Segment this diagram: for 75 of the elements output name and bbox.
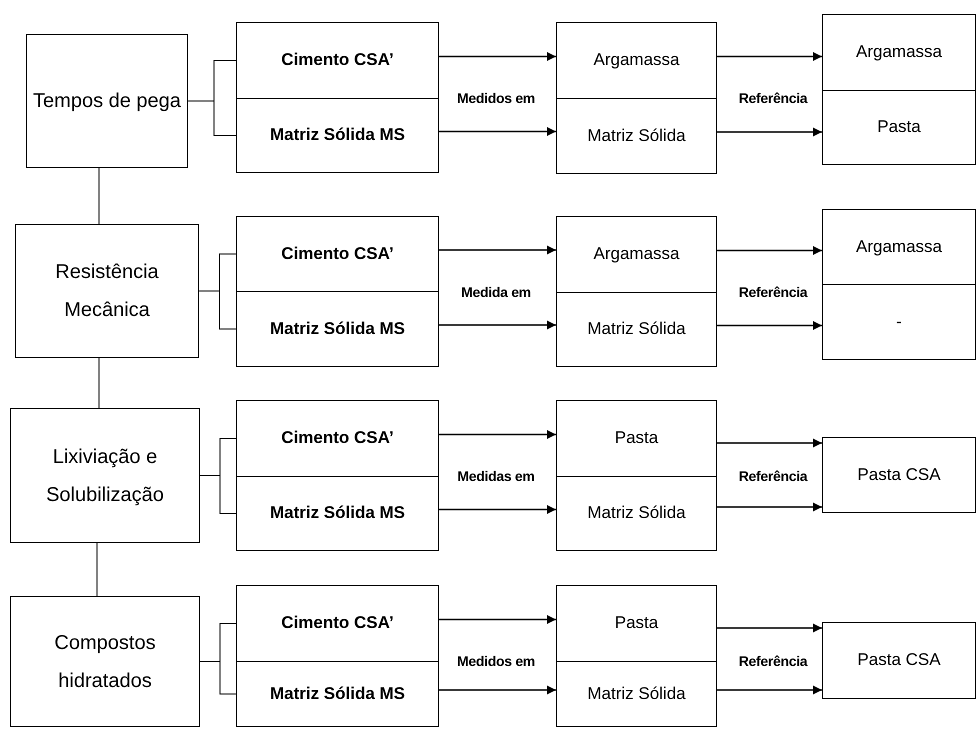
connector-line	[200, 475, 236, 514]
topic-box	[26, 34, 188, 168]
arrow	[717, 246, 822, 255]
topic-label: Tempos de pega	[33, 89, 181, 114]
reference-label: Pasta	[877, 116, 921, 138]
reference-label: Pasta CSA	[857, 464, 941, 486]
input-label: Matriz Sólida MS	[270, 502, 406, 524]
arrow	[717, 438, 822, 448]
arrow	[717, 624, 822, 632]
reference-label: -	[896, 310, 902, 333]
medium-cell	[556, 476, 717, 551]
input-label: Matriz Sólida MS	[270, 124, 406, 146]
medium-cell	[556, 292, 717, 367]
arrow	[717, 128, 822, 136]
input-cell	[236, 22, 439, 99]
topic-label: Lixiviação e Solubilização	[46, 444, 164, 508]
medium-label: Argamassa	[594, 49, 680, 72]
medium-label: Matriz Sólida	[587, 682, 686, 705]
topic-box	[15, 224, 199, 358]
arrow	[439, 52, 556, 61]
topic-box	[10, 596, 200, 727]
topic-label: Resistência Mecânica	[54, 260, 160, 323]
input-cell	[236, 216, 439, 292]
reference-cell	[822, 437, 976, 513]
medium-label: Pasta	[614, 427, 658, 450]
input-cell	[236, 476, 439, 551]
input-label: Cimento CSA’	[281, 49, 394, 72]
reference-cell	[822, 622, 976, 699]
input-cell	[236, 585, 439, 662]
arrow	[717, 52, 822, 61]
medium-label: Matriz Sólida	[587, 318, 686, 340]
arrow	[439, 686, 556, 694]
input-cell	[236, 291, 439, 367]
input-cell	[236, 98, 439, 173]
topic-box	[10, 408, 200, 543]
arrow	[439, 505, 556, 514]
connector-line	[200, 661, 236, 694]
connector-line	[188, 100, 236, 136]
connector-line	[98, 358, 100, 408]
medium-cell	[556, 661, 717, 727]
arrow	[439, 615, 556, 624]
medium-cell	[556, 585, 717, 662]
reference-label: Argamassa	[856, 236, 942, 258]
input-label: Cimento CSA’	[281, 427, 394, 450]
input-label: Cimento CSA’	[281, 612, 394, 634]
input-label: Matriz Sólida MS	[270, 318, 406, 340]
reference-label: Argamassa	[856, 41, 942, 64]
input-cell	[236, 400, 439, 477]
medium-cell	[556, 98, 717, 174]
medium-cell	[556, 22, 717, 99]
arrow	[717, 502, 822, 512]
medium-label: Matriz Sólida	[587, 124, 686, 147]
reference-cell	[822, 14, 976, 91]
reference-label: Pasta CSA	[857, 649, 941, 672]
connector-line	[96, 542, 98, 596]
topic-label: Compostos hidratados	[53, 630, 157, 694]
input-label: Matriz Sólida MS	[270, 682, 406, 705]
reference-cell	[822, 209, 976, 285]
arrow	[439, 246, 556, 254]
medium-cell	[556, 216, 717, 293]
arrow	[717, 686, 822, 694]
reference-cell	[822, 90, 976, 165]
arrow	[439, 430, 556, 439]
medium-label: Pasta	[614, 612, 658, 634]
input-cell	[236, 661, 439, 727]
arrow	[717, 321, 822, 330]
medium-label: Argamassa	[594, 243, 680, 266]
medium-cell	[556, 400, 717, 477]
connector-line	[198, 290, 236, 330]
reference-cell	[822, 284, 976, 360]
connector-line	[98, 168, 100, 224]
input-label: Cimento CSA’	[281, 242, 394, 265]
arrow	[439, 320, 556, 330]
medium-label: Matriz Sólida	[587, 502, 686, 524]
arrow	[439, 127, 556, 136]
